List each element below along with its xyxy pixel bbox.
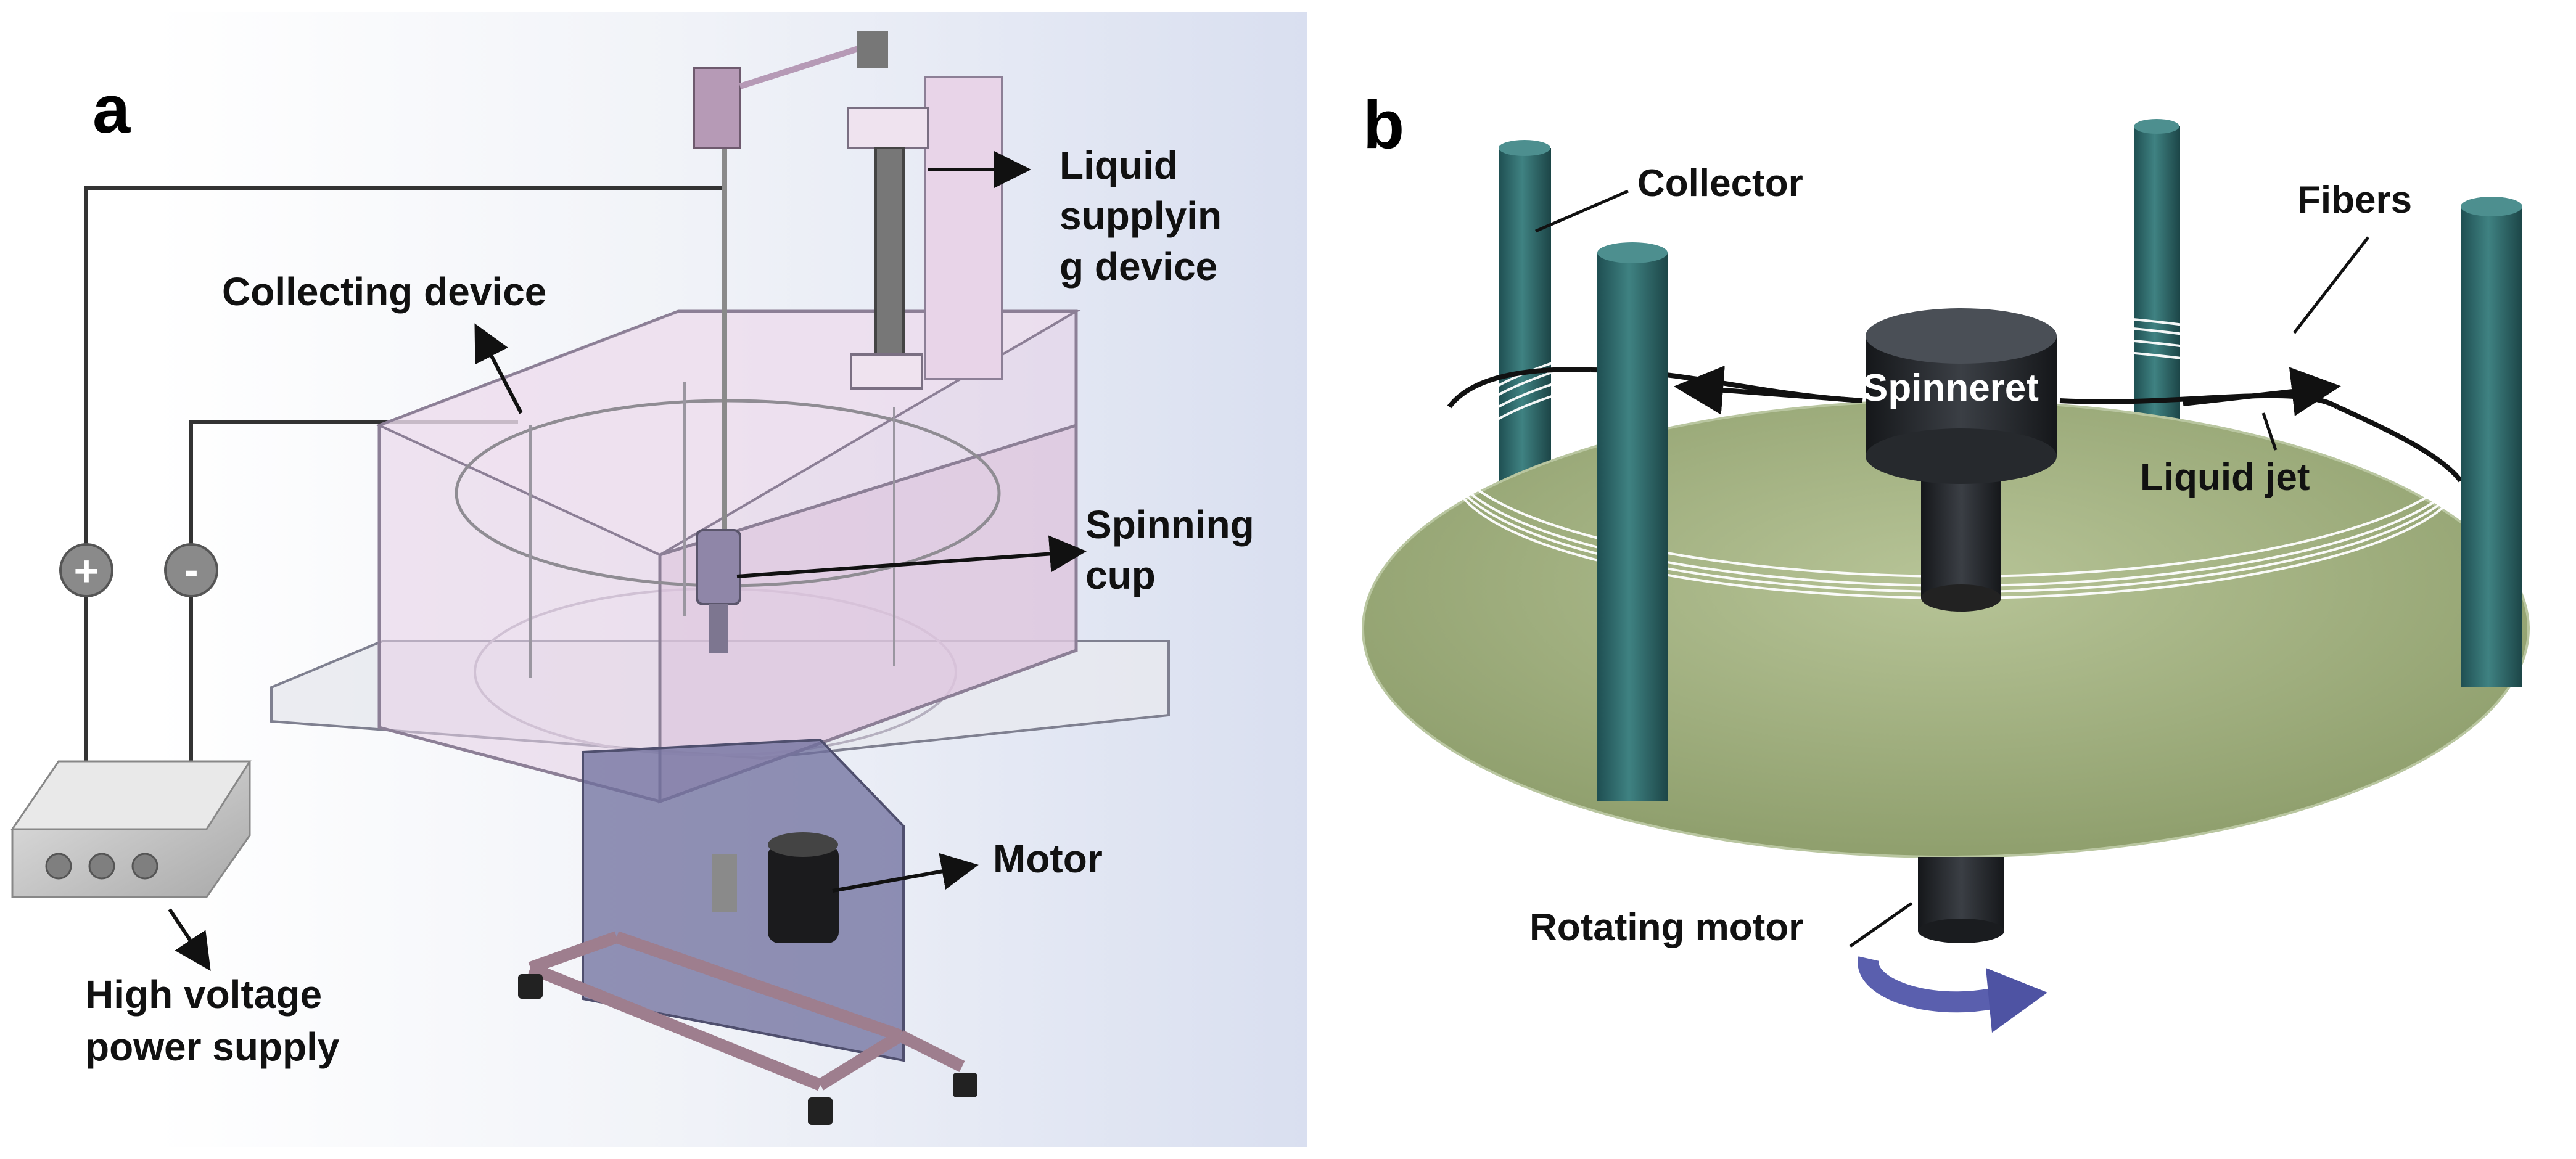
panel-b: b: [1362, 87, 2530, 1033]
label-spinning-cup-1: Spinning: [1085, 502, 1254, 547]
svg-text:-: -: [184, 546, 198, 594]
panel-b-leaders: [1535, 189, 2369, 948]
panel-b-letter: b: [1363, 87, 1404, 163]
stand: [528, 931, 965, 1091]
label-high-voltage-2: power supply: [85, 1025, 340, 1069]
label-spinneret: Spinneret: [1862, 367, 2039, 409]
label-fibers: Fibers: [2297, 179, 2412, 221]
label-liquid-supplying-device-3: g device: [1060, 244, 1217, 289]
label-liquid-jet: Liquid jet: [2140, 456, 2310, 499]
collector-post-back-left: [1499, 140, 1551, 524]
label-liquid-supplying-device-2: supplyin: [1060, 194, 1222, 238]
motor-body: [768, 845, 839, 943]
spinning-cup: [696, 148, 741, 653]
motor-assembly: [582, 738, 905, 1062]
spinneret: [1866, 308, 2057, 612]
jet-direction-arrows: [1674, 365, 2341, 416]
label-high-voltage-1: High voltage: [85, 972, 322, 1017]
panel-a-letter: a: [93, 72, 131, 147]
label-spinning-cup-2: cup: [1085, 553, 1156, 597]
collector-post-front-right: [2461, 197, 2522, 687]
liquid-supply-device: [693, 31, 1003, 390]
plus-terminal: +: [59, 543, 113, 597]
panel-a: a + -: [10, 12, 1307, 1147]
label-motor: Motor: [993, 837, 1103, 881]
label-collecting-device: Collecting device: [222, 269, 546, 314]
collector-post-front-left: [1597, 242, 1668, 801]
svg-text:+: +: [74, 547, 99, 595]
label-rotating-motor: Rotating motor: [1529, 906, 1803, 949]
label-liquid-supplying-device-1: Liquid: [1060, 143, 1178, 187]
minus-terminal: -: [164, 543, 218, 597]
rotation-arrow-icon: [1858, 956, 2047, 1033]
power-supply-box: [10, 760, 252, 898]
panel-a-leaders: [168, 151, 1087, 971]
stand-feet: [518, 974, 977, 1125]
rotating-motor: [1918, 857, 2004, 943]
label-collector: Collector: [1637, 162, 1803, 205]
